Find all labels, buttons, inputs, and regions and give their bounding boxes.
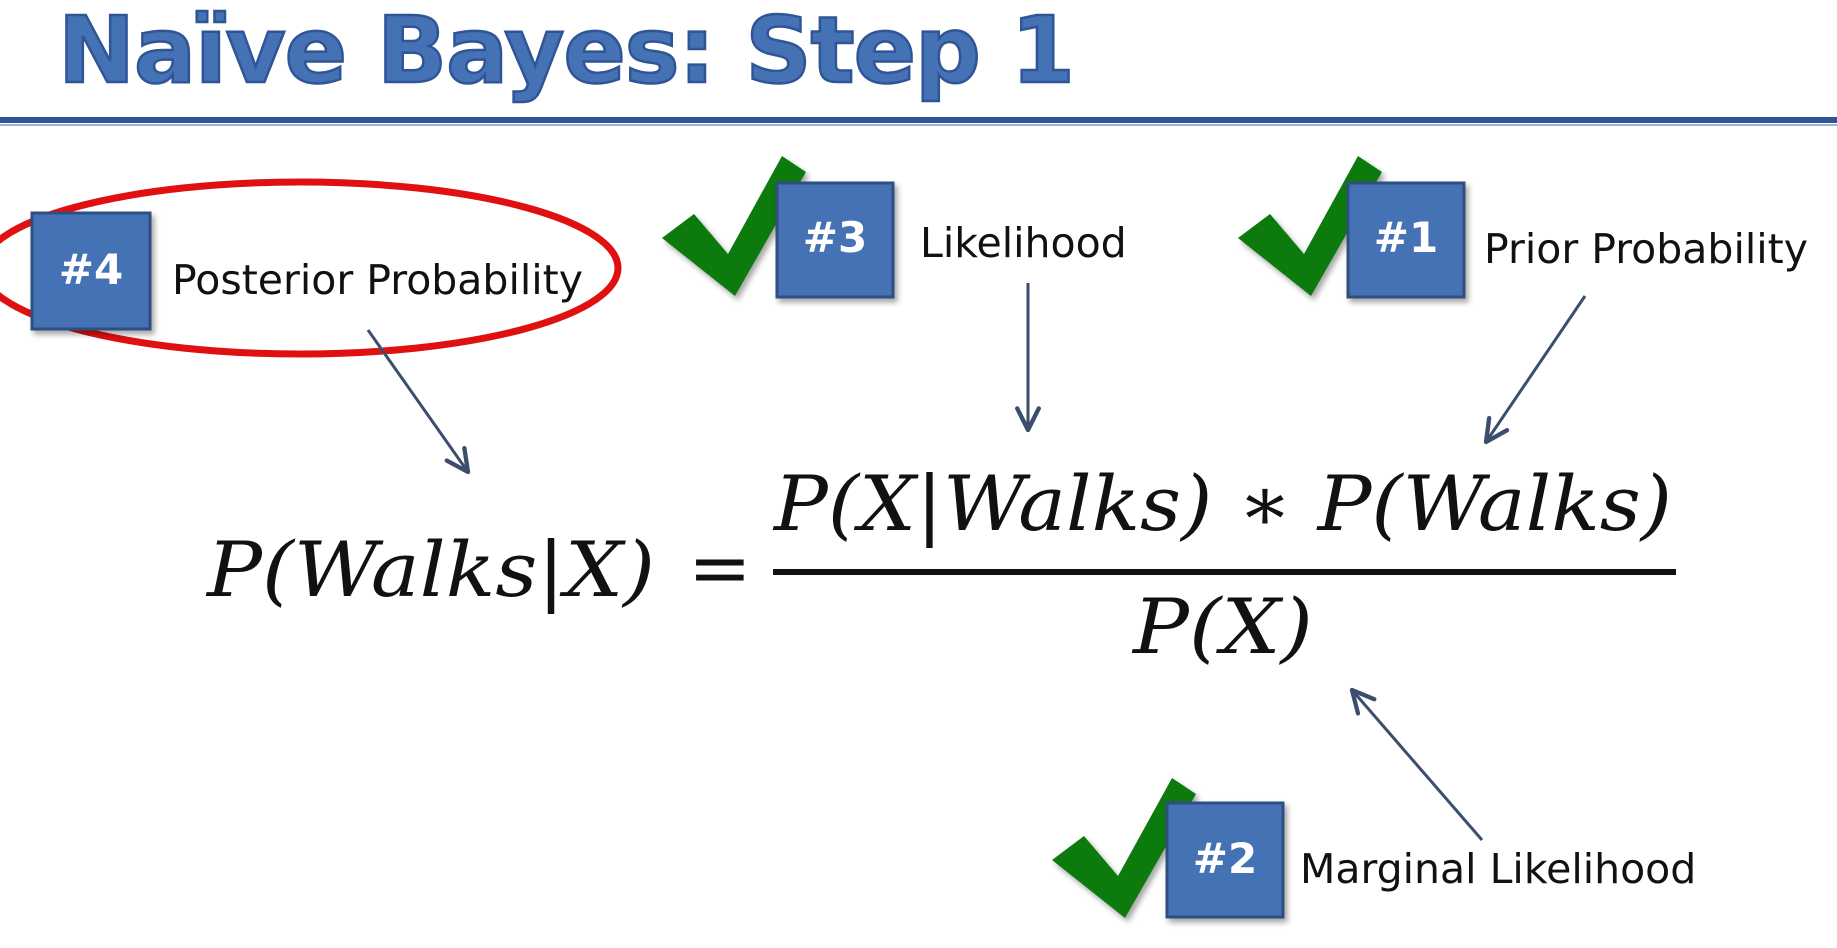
- formula-equals: =: [688, 523, 752, 612]
- bayes-formula: P(Walks|X) = P(X|Walks) ∗ P(Walks) P(X): [205, 459, 1676, 671]
- badge-4: #4 Posterior Probability: [30, 211, 583, 331]
- page-title: Naïve Bayes: Step 1: [58, 0, 1074, 104]
- badge-1-label: Prior Probability: [1484, 225, 1808, 273]
- badge-2-number: #2: [1193, 834, 1257, 883]
- check-icon: [662, 156, 806, 296]
- formula-denominator: P(X): [1131, 582, 1313, 671]
- badge-2-label: Marginal Likelihood: [1300, 845, 1696, 893]
- badge-3: #3 Likelihood: [662, 156, 1127, 299]
- arrow-prior: [1483, 295, 1587, 445]
- badge-4-label: Posterior Probability: [172, 256, 583, 304]
- badge-1-box: [1346, 181, 1466, 299]
- badge-1: #1 Prior Probability: [1238, 156, 1808, 299]
- badge-1-number: #1: [1374, 213, 1438, 262]
- badge-3-box: [775, 181, 895, 299]
- formula-numerator: P(X|Walks) ∗ P(Walks): [772, 459, 1672, 548]
- badge-2-box: [1165, 801, 1285, 919]
- check-icon: [1238, 156, 1382, 296]
- fraction-bar: [773, 569, 1676, 575]
- formula-lhs: P(Walks|X): [205, 525, 655, 614]
- badge-2: #2 Marginal Likelihood: [1052, 778, 1696, 919]
- badge-4-number: #4: [59, 245, 123, 294]
- arrow-marginal: [1349, 687, 1484, 841]
- title-rule: [0, 117, 1837, 126]
- badge-3-number: #3: [803, 213, 867, 262]
- arrow-posterior: [366, 329, 471, 475]
- check-icon: [1052, 778, 1196, 918]
- badge-4-box: [30, 211, 152, 331]
- highlight-ellipse: [0, 178, 622, 358]
- badge-3-label: Likelihood: [920, 219, 1127, 267]
